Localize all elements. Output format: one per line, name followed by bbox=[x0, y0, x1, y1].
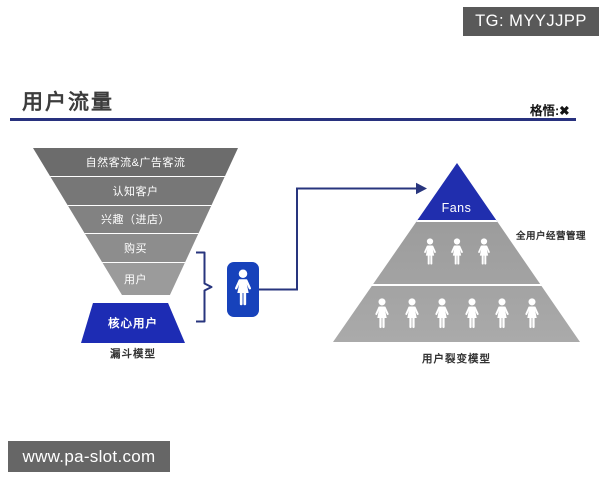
telegram-badge: TG: MYYJJPP bbox=[463, 7, 599, 36]
telegram-badge-label: TG: MYYJJPP bbox=[475, 12, 587, 30]
pyramid-annotation: 全用户经营管理 bbox=[516, 231, 587, 242]
core-user-trapezoid: 核心用户 bbox=[81, 303, 185, 343]
title-underline bbox=[10, 118, 576, 121]
female-person-icon bbox=[372, 298, 392, 332]
funnel-layer-interest: 兴趣（进店） bbox=[33, 205, 238, 235]
page-title: 用户流量 bbox=[22, 91, 114, 114]
female-person-icon bbox=[448, 238, 466, 268]
user-icon-box bbox=[227, 262, 259, 317]
funnel-diagram: 自然客流&广告客流 认知客户 兴趣（进店） 购买 用户 bbox=[33, 148, 238, 295]
pyramid-fans-tier: Fans bbox=[333, 163, 580, 222]
female-person-icon bbox=[421, 238, 439, 268]
pyramid-caption: 用户裂变模型 bbox=[422, 353, 491, 365]
watermark-url: www.pa-slot.com bbox=[8, 441, 170, 472]
bracket-shape bbox=[196, 251, 213, 323]
funnel-caption: 漏斗模型 bbox=[110, 348, 156, 360]
female-person-icon bbox=[462, 298, 482, 332]
female-person-icon bbox=[231, 269, 255, 310]
female-person-icon bbox=[475, 238, 493, 268]
watermark-label: www.pa-slot.com bbox=[22, 446, 156, 466]
funnel-layer-traffic: 自然客流&广告客流 bbox=[33, 148, 238, 177]
pyramid-bottom-tier bbox=[333, 286, 580, 342]
brand-logo: 格悟:✖ bbox=[530, 104, 570, 118]
arrowhead-icon bbox=[416, 182, 427, 195]
female-person-icon bbox=[522, 298, 542, 332]
funnel-layer-user: 用户 bbox=[33, 263, 238, 295]
pyramid-diagram: Fans bbox=[333, 163, 580, 342]
funnel-layer-purchase: 购买 bbox=[33, 234, 238, 264]
female-person-icon bbox=[492, 298, 512, 332]
female-person-icon bbox=[432, 298, 452, 332]
core-user-label: 核心用户 bbox=[108, 318, 158, 330]
female-person-icon bbox=[402, 298, 422, 332]
fans-label: Fans bbox=[441, 201, 472, 215]
funnel-layer-aware: 认知客户 bbox=[33, 176, 238, 206]
